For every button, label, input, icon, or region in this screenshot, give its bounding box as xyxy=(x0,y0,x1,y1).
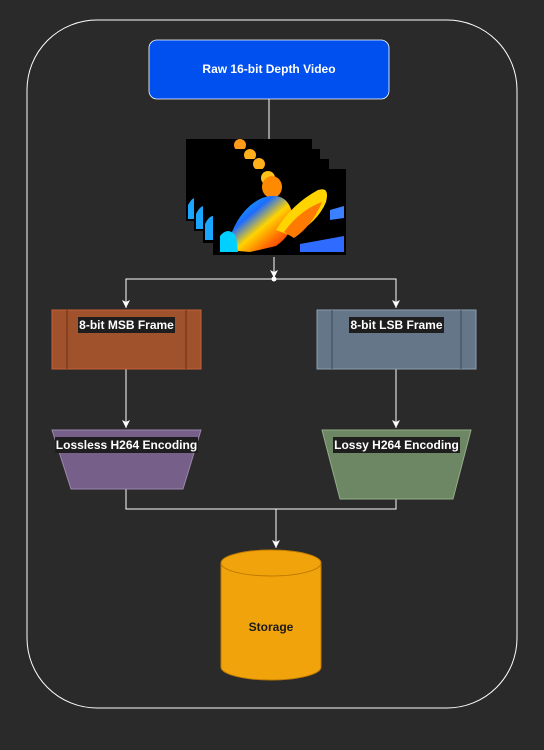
lsb-frame-label-wrap: 8-bit LSB Frame xyxy=(317,316,476,334)
edge-split-to-msb xyxy=(122,278,274,308)
raw-video-node[interactable] xyxy=(148,39,390,100)
lossless-label-wrap: Lossless H264 Encoding xyxy=(52,436,201,454)
depth-frame xyxy=(213,169,346,255)
lossless-encoding-label: Lossless H264 Encoding xyxy=(54,437,199,453)
container-frame xyxy=(26,19,518,709)
edge-split-to-lsb xyxy=(274,278,400,308)
edge-lossy-to-storage xyxy=(276,499,397,510)
lossy-encoding-label: Lossy H264 Encoding xyxy=(333,437,460,453)
edge-lossless-to-storage xyxy=(125,489,280,548)
msb-frame-label-wrap: 8-bit MSB Frame xyxy=(52,316,201,334)
storage-label: Storage xyxy=(248,620,294,634)
storage-node[interactable] xyxy=(220,549,322,681)
raw-video-label: Raw 16-bit Depth Video xyxy=(202,62,336,76)
lossy-label-wrap: Lossy H264 Encoding xyxy=(322,436,471,454)
depth-frame-stack-icon xyxy=(186,139,346,255)
lsb-frame-label: 8-bit LSB Frame xyxy=(349,317,444,333)
msb-frame-label: 8-bit MSB Frame xyxy=(78,317,175,333)
